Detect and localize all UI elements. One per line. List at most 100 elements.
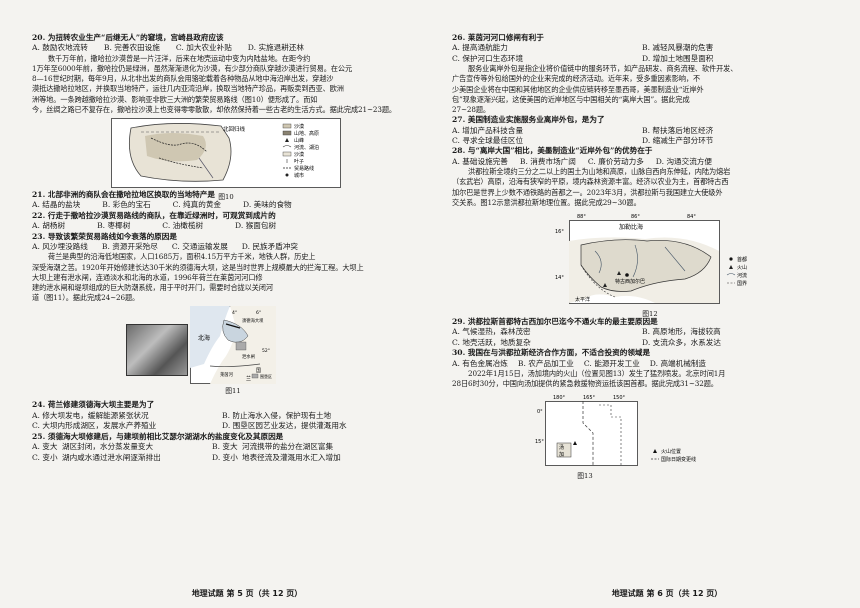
passage-line: 28日6时30分，中国向汤加提供的紧急救援物资运抵该国首都。据此完成31~32题… xyxy=(452,379,718,389)
passage-honduras: 洪都拉斯全境约三分之二以上的国土为山地和高原，山脉自西向东伸延，内陆为熔岩 （玄… xyxy=(452,167,848,208)
fig10-legend: 沙漠 山地、高原 山峰 河流、湖泊 沙漠 叶子 贸易路线 城市 xyxy=(282,123,319,179)
q22-option-b[interactable]: B. 枣椰树 xyxy=(97,221,131,231)
figure-12-honduras-map: 88° 86° 84° 16° 14° 加勒比海 特古西加尔巴 太平洋 首都 火… xyxy=(535,211,765,318)
tropic-label: 北回归线 xyxy=(223,125,246,133)
svg-text:沙漠: 沙漠 xyxy=(294,123,304,130)
svg-text:沙漠: 沙漠 xyxy=(294,151,304,158)
page-footer-right: 地理试题 第 6 页（共 12 页） xyxy=(611,589,723,598)
q25-option-b[interactable]: B. 变大 xyxy=(212,442,238,452)
dam-map: 北海 4° 6° 52° 须德海大坝 泄水闸 莱茵河 国 兰 围垦区 xyxy=(190,306,276,385)
q23-option-a[interactable]: A. 风沙埋没路线 xyxy=(32,242,88,252)
q27-option-d[interactable]: D. 缩减生产部分环节 xyxy=(642,136,714,146)
q25-stem: 25. 须德海大坝修建后，与建坝前相比艾瑟尔湖湖水的盐度变化及其原因是 xyxy=(32,431,284,441)
figure-13-caption: 图13 xyxy=(577,471,593,480)
q30-option-d[interactable]: D. 高端机械制造 xyxy=(649,358,707,368)
q30-option-a[interactable]: A. 有色金属冶炼 xyxy=(452,358,508,368)
q21-option-c[interactable]: C. 纯真的黄金 xyxy=(172,200,222,210)
passage-line: 8—16世纪时期，每年9月，从北非出发的商队会用骆驼载着各种物品从地中海沿岸出发… xyxy=(32,74,334,84)
svg-text:城市: 城市 xyxy=(294,172,304,179)
svg-text:165°: 165° xyxy=(583,395,596,401)
figure-12-caption: 图12 xyxy=(642,310,658,319)
passage-line: 服务业离岸外包是指企业将价值链中的服务环节，如产品研发、商务流程、软件开发、 xyxy=(468,64,738,74)
q20-options: A. 鼓励农地流转 B. 完善农田设施 C. 加大农业补贴 D. 实施退耕还林 xyxy=(32,43,420,53)
q25-option-c-reason: 湖内咸水通过泄水闸逐渐排出 xyxy=(62,452,161,462)
passage-line: 27~28题。 xyxy=(452,105,490,115)
q28-option-b[interactable]: B. 消费市场广阔 xyxy=(519,156,576,166)
q25-option-c[interactable]: C. 变小 xyxy=(32,452,58,462)
q30-option-b[interactable]: B. 农产品加工业 xyxy=(517,358,574,368)
passage-line: 数千万年前，撒哈拉沙漠曾是一片汪洋，后来在地壳运动中变为内陆盐地。在距今约 xyxy=(48,53,311,63)
q20-option-c[interactable]: C. 加大农业补贴 xyxy=(175,43,232,53)
q24-option-c[interactable]: C. 大坝内形成湖区，发展水产养殖业 xyxy=(32,421,157,431)
q30-stem: 30. 我国在与洪都拉斯经济合作方面，不适合投资的领域是 xyxy=(452,348,651,358)
honduras-territory xyxy=(580,239,712,292)
svg-text:须德海大坝: 须德海大坝 xyxy=(242,317,264,324)
q24-option-b[interactable]: B. 防止海水入侵，保护现有土地 xyxy=(222,410,332,420)
passage-nearshore: 服务业离岸外包是指企业将价值链中的服务环节，如产品研发、商务流程、软件开发、 广… xyxy=(452,64,848,115)
svg-text:国际日期变更线: 国际日期变更线 xyxy=(661,456,696,463)
svg-text:84°: 84° xyxy=(687,214,696,220)
q30-option-c[interactable]: C. 能源开发工业 xyxy=(583,358,640,368)
q20-option-a[interactable]: A. 鼓励农地流转 xyxy=(32,43,88,53)
q28-option-c[interactable]: C. 廉价劳动力多 xyxy=(587,156,644,166)
svg-text:首都: 首都 xyxy=(737,256,747,263)
q29-options: A. 气候湿热，森林茂密 B. 高原地形，海拔较高 C. 地壳活跃，地质复杂 D… xyxy=(452,327,848,348)
q25-row-1: A. 变大 湖区封闭，水分蒸发量变大 B. 变大 河流携带的盐分在湖区富集 xyxy=(32,442,420,452)
q27-option-a[interactable]: A. 增加产品科技含量 xyxy=(452,125,524,135)
q29-option-c[interactable]: C. 地壳活跃，地质复杂 xyxy=(452,337,531,347)
q21-option-a[interactable]: A. 结晶的盐块 xyxy=(32,200,81,210)
q25-option-a[interactable]: A. 变大 xyxy=(32,442,58,452)
q26-option-a[interactable]: A. 提高通航能力 xyxy=(452,43,508,53)
svg-text:180°: 180° xyxy=(553,395,566,401)
q21-option-d[interactable]: D. 美味的食物 xyxy=(243,200,292,210)
q20-stem: 20. 为扭转农业生产“后继无人”的窘境，宫崎县政府应该 xyxy=(32,33,224,42)
q29-option-b[interactable]: B. 高原地形，海拔较高 xyxy=(642,327,721,337)
passage-line: 建的泄水闸和堤坝组成的巨大防潮系统，用于平时开门，需要时合拢以关闭河 xyxy=(32,283,273,293)
passage-line: 交关系。图12示意洪都拉斯地理位置。据此完成29~30题。 xyxy=(452,197,641,207)
svg-text:山地、高原: 山地、高原 xyxy=(294,130,319,137)
passage-line: 道（图11）。据此完成24~26题。 xyxy=(32,293,140,303)
svg-text:52°: 52° xyxy=(262,348,270,354)
q27-options: A. 增加产品科技含量 B. 帮扶落后地区经济 C. 寻求全球最佳区位 D. 缩… xyxy=(452,126,848,147)
q22-option-a[interactable]: A. 胡杨树 xyxy=(32,221,66,231)
svg-text:86°: 86° xyxy=(631,214,640,220)
q27-option-b[interactable]: B. 帮扶落后地区经济 xyxy=(642,125,714,135)
date-line xyxy=(582,400,594,465)
q27-option-c[interactable]: C. 寻求全球最佳区位 xyxy=(452,136,524,146)
q21-option-b[interactable]: B. 彩色的宝石 xyxy=(102,200,151,210)
q25-option-d-reason: 地表径流及灌溉用水汇入增加 xyxy=(242,452,341,462)
figure-11-caption: 图11 xyxy=(225,387,241,396)
q23-option-c[interactable]: C. 交通运输发展 xyxy=(171,242,228,252)
svg-text:4°: 4° xyxy=(232,310,237,316)
q23-option-b[interactable]: B. 资源开采殆尽 xyxy=(101,242,158,252)
svg-text:贸易路线: 贸易路线 xyxy=(294,165,314,172)
passage-line: 洪都拉斯全境约三分之二以上的国土为山地和高原，山脉自西向东伸延，内陆为熔岩 xyxy=(468,167,731,177)
q28-stem: 28. 与“离岸大国”相比，美墨制造业“近岸外包”的优势在于 xyxy=(452,146,653,156)
q26-option-b[interactable]: B. 减轻风暴潮的危害 xyxy=(642,43,714,53)
q25-option-d[interactable]: D. 变小 xyxy=(212,452,238,462)
q28-option-a[interactable]: A. 基础设施完善 xyxy=(452,156,508,166)
passage-line: 1万年至6000年前，撒哈拉仍是绿洲，虽然渐渐退化为沙漠，有少部分商队穿越沙漠进… xyxy=(32,64,353,74)
svg-text:汤: 汤 xyxy=(559,444,564,451)
q22-option-d[interactable]: D. 猴面包树 xyxy=(235,221,277,231)
q26-option-c[interactable]: C. 保护河口生态环境 xyxy=(452,53,524,63)
q24-option-a[interactable]: A. 修大坝发电，缓解能源紧张状况 xyxy=(32,410,149,420)
passage-netherlands: 荷兰是典型的沿海低地国家，人口1685万，面积4.15万平方千米，地铁人群，历史… xyxy=(32,252,420,303)
desert-area xyxy=(145,133,206,162)
q23-option-d[interactable]: D. 民族矛盾冲突 xyxy=(241,242,299,252)
svg-text:国: 国 xyxy=(256,368,261,374)
dam-photo xyxy=(126,324,188,377)
q20-option-b[interactable]: B. 完善农田设施 xyxy=(103,43,160,53)
q24-option-d[interactable]: D. 围垦区园艺业发达，提供灌溉用水 xyxy=(222,421,347,431)
q27-stem: 27. 美国制造业实施服务业离岸外包，是为了 xyxy=(452,115,605,125)
q20-option-d[interactable]: D. 实施退耕还林 xyxy=(247,43,305,53)
q22-stem: 22. 行走于撒哈拉沙漠贸易路线的商队，在靠近绿洲时，可观赏到成片的 xyxy=(32,210,276,220)
q26-option-d[interactable]: D. 增加土地围垦面积 xyxy=(642,53,714,63)
svg-text:0°: 0° xyxy=(537,409,543,415)
q29-option-d[interactable]: D. 支流众多，水系发达 xyxy=(642,337,721,347)
q28-option-d[interactable]: D. 沟通交流方便 xyxy=(655,156,713,166)
q22-options: A. 胡杨树 B. 枣椰树 C. 油橄榄树 D. 猴面包树 xyxy=(32,221,420,231)
q29-option-a[interactable]: A. 气候湿热，森林茂密 xyxy=(452,327,531,337)
q22-option-c[interactable]: C. 油橄榄树 xyxy=(162,221,204,231)
svg-text:河流: 河流 xyxy=(737,272,747,279)
